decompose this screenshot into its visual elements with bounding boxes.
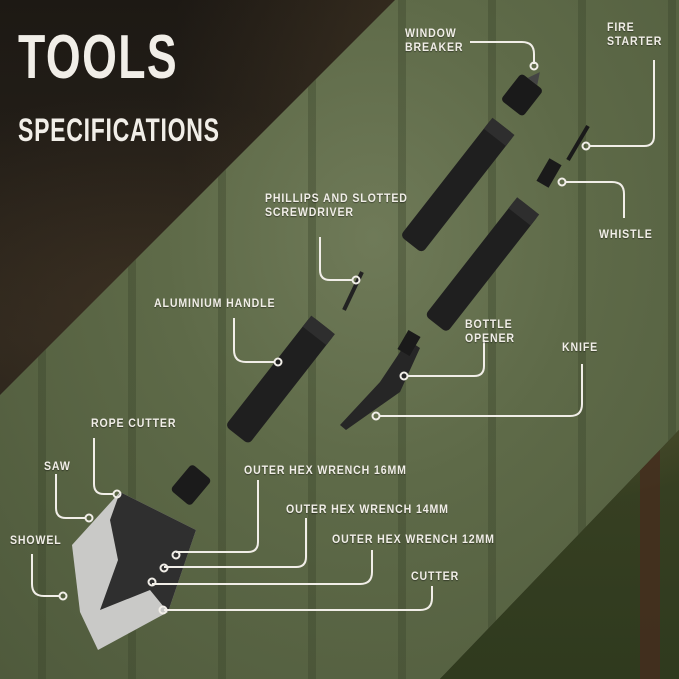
label-showel: SHOWEL (10, 533, 62, 547)
label-fire-starter: FIRE STARTER (607, 20, 663, 48)
label-window-breaker: WINDOW BREAKER (405, 26, 464, 54)
shovel-inner (100, 492, 196, 612)
label-hex-16: OUTER HEX WRENCH 16MM (244, 463, 407, 477)
label-saw: SAW (44, 459, 71, 473)
label-rope-cutter: ROPE CUTTER (91, 416, 177, 430)
tree-trunk (640, 430, 660, 679)
label-hex-14: OUTER HEX WRENCH 14MM (286, 502, 449, 516)
label-aluminium-handle: ALUMINIUM HANDLE (154, 296, 276, 310)
label-screwdriver: PHILLIPS AND SLOTTED SCREWDRIVER (265, 191, 408, 219)
label-whistle: WHISTLE (599, 227, 653, 241)
label-bottle-opener: BOTTLE OPENER (465, 317, 515, 345)
title-main: TOOLS (18, 23, 179, 92)
label-hex-12: OUTER HEX WRENCH 12MM (332, 532, 495, 546)
label-knife: KNIFE (562, 340, 599, 354)
title-sub: SPECIFICATIONS (18, 112, 220, 148)
label-cutter: CUTTER (411, 569, 460, 583)
